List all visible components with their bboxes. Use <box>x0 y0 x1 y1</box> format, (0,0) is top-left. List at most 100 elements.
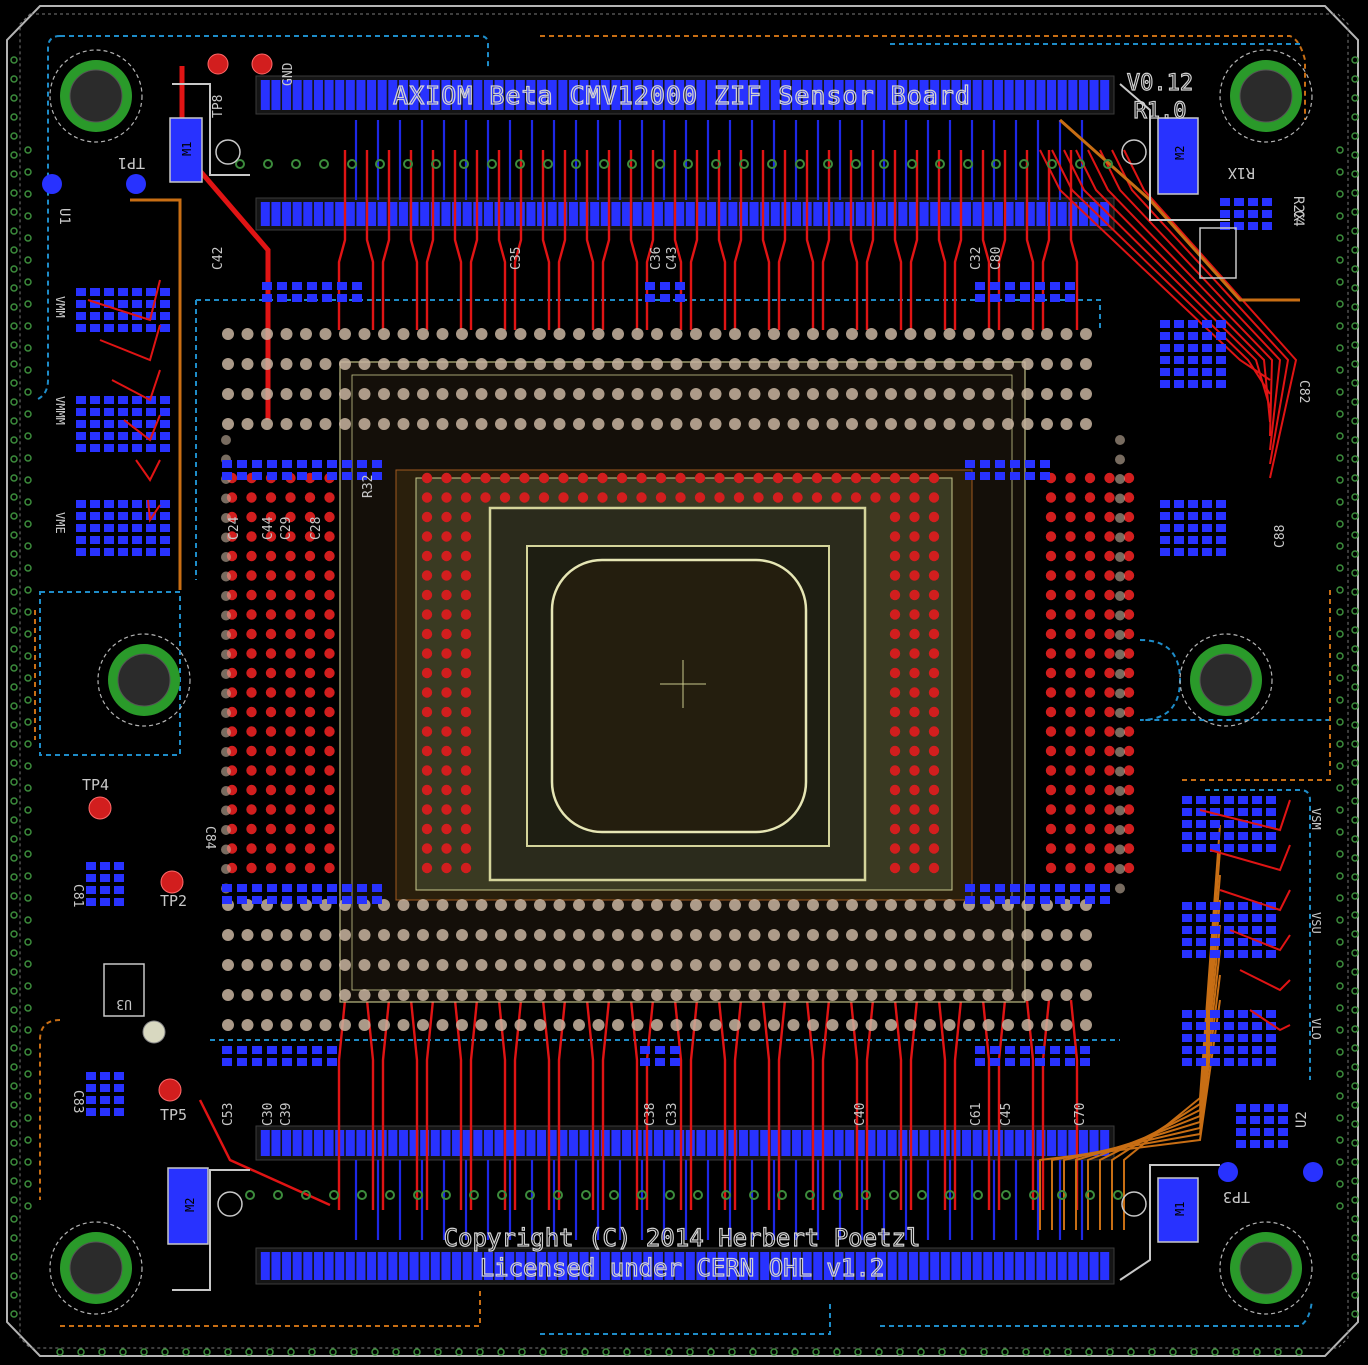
regulator-pad <box>1224 1046 1234 1054</box>
socket-pad <box>748 418 761 430</box>
regulator-pad <box>160 300 170 308</box>
perimeter-via <box>24 674 32 682</box>
regulator-pad <box>104 500 114 508</box>
perimeter-via <box>24 762 32 770</box>
connector-bottom-outer-pin <box>643 1252 653 1280</box>
connector-bottom-inner-pin <box>462 1130 472 1156</box>
socket-pad <box>573 328 585 340</box>
label-c29: C29 <box>279 517 294 540</box>
socket-pad <box>1060 328 1073 340</box>
testpoint-tp5[interactable] <box>158 1078 182 1102</box>
regulator-pad <box>104 524 114 532</box>
via <box>1075 159 1085 169</box>
regulator-pad <box>1252 1034 1262 1042</box>
regulator-pad <box>160 312 170 320</box>
connector-top-inner-pin <box>335 202 345 226</box>
regulator-pad <box>1174 368 1184 376</box>
label-c83: C83 <box>70 1090 85 1113</box>
sensor-pad <box>460 765 472 776</box>
regulator-pad <box>1196 808 1206 816</box>
socket-pad <box>300 1019 312 1031</box>
testpoint-tp4[interactable] <box>88 796 112 820</box>
testpoint-blue-3[interactable] <box>1218 1162 1238 1182</box>
testpoint-blue-2[interactable] <box>126 174 146 194</box>
socket-pad <box>241 418 254 430</box>
sensor-pad <box>304 531 316 542</box>
perimeter-via <box>1351 208 1359 216</box>
connector-bottom-outer-pin <box>430 1252 440 1280</box>
socket-pad <box>924 328 936 340</box>
socket-pad <box>222 1019 234 1031</box>
socket-pad <box>612 358 624 370</box>
sensor-pad <box>1084 765 1096 776</box>
regulator-pad <box>160 444 170 452</box>
regulator-pad <box>1210 1034 1220 1042</box>
connector-top-outer-pin <box>717 80 727 110</box>
socket-pad <box>670 328 683 340</box>
connector-bottom-outer-pin <box>770 1252 780 1280</box>
socket-pad <box>651 328 663 340</box>
capacitor-pad <box>965 896 975 904</box>
label-r2x: R2X <box>1290 196 1306 222</box>
sensor-pad <box>1104 706 1115 718</box>
module-m1-bottom[interactable] <box>1157 1177 1199 1243</box>
socket-pad <box>319 989 332 1001</box>
testpoint-tp8[interactable] <box>207 53 229 75</box>
module-m1-top[interactable] <box>169 117 203 183</box>
testpoint-tp2[interactable] <box>160 870 184 894</box>
capacitor-pad <box>237 472 247 480</box>
sensor-pad <box>421 492 433 503</box>
via <box>823 159 833 169</box>
socket-pad <box>300 358 312 370</box>
socket-pad <box>241 388 254 400</box>
socket-pad <box>1115 844 1125 855</box>
perimeter-via <box>1351 303 1359 311</box>
sensor-pad <box>1065 726 1076 737</box>
socket-pad <box>651 418 663 430</box>
socket-pad <box>865 418 878 430</box>
regulator-pad <box>1196 902 1206 910</box>
socket-pad <box>553 418 566 430</box>
testpoint-blue-4[interactable] <box>1303 1162 1323 1182</box>
sensor-pad <box>265 706 277 718</box>
sensor-pad <box>1084 628 1096 640</box>
perimeter-via <box>1336 894 1344 902</box>
testpoint-white[interactable] <box>142 1020 166 1044</box>
module-m2-top[interactable] <box>1157 117 1199 195</box>
sensor-pad <box>1104 648 1115 659</box>
testpoint-gnd[interactable] <box>251 53 273 75</box>
regulator-pad <box>1210 1046 1220 1054</box>
label-c28: C28 <box>309 517 324 540</box>
socket-pad <box>553 388 566 400</box>
label-c30: C30 <box>261 1103 276 1126</box>
perimeter-via <box>24 432 32 440</box>
connector-top-outer-pin <box>940 80 950 110</box>
perimeter-via <box>10 113 18 121</box>
module-m2-bottom[interactable] <box>167 1167 209 1245</box>
socket-pad <box>690 388 702 400</box>
connector-bottom-inner-pin <box>420 1130 430 1156</box>
socket-pad <box>1115 727 1125 738</box>
regulator-pad <box>132 536 142 544</box>
perimeter-via <box>434 1348 442 1356</box>
socket-pad <box>221 747 231 757</box>
regulator-pad <box>1216 368 1226 376</box>
socket-pad <box>553 959 566 971</box>
testpoint-blue-1[interactable] <box>42 174 62 194</box>
sensor-pad <box>285 648 296 659</box>
perimeter-via <box>1295 1348 1303 1356</box>
connector-top-outer-pin <box>696 80 706 110</box>
sensor-pad <box>909 784 920 796</box>
socket-pad <box>417 929 429 941</box>
socket-pad <box>417 1019 429 1031</box>
perimeter-via <box>1351 531 1359 539</box>
perimeter-via <box>1336 520 1344 528</box>
connector-top-inner-pin <box>632 202 642 226</box>
socket-pad <box>651 989 663 1001</box>
perimeter-via <box>1351 1272 1359 1280</box>
socket-pad <box>358 959 371 971</box>
regulator-pad <box>132 288 142 296</box>
sensor-pad <box>460 628 472 640</box>
connector-bottom-outer-pin <box>1068 1252 1078 1280</box>
sensor-pad <box>324 531 335 542</box>
